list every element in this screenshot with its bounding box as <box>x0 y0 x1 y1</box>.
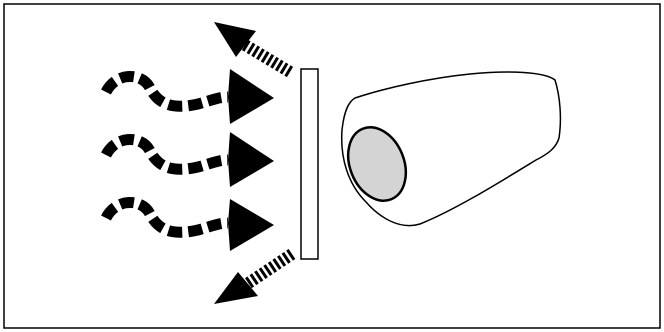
wavy-arrow-icon <box>106 132 274 187</box>
incoming-waves-group <box>106 69 274 251</box>
hair-dryer-nozzle-icon <box>338 72 561 226</box>
frame-border <box>4 4 660 328</box>
panel-icon <box>301 69 318 259</box>
dashed-arrow-icon <box>214 22 290 72</box>
wavy-arrow-icon <box>106 199 274 251</box>
wavy-arrow-icon <box>106 69 274 124</box>
dashed-arrow-icon <box>214 254 292 304</box>
